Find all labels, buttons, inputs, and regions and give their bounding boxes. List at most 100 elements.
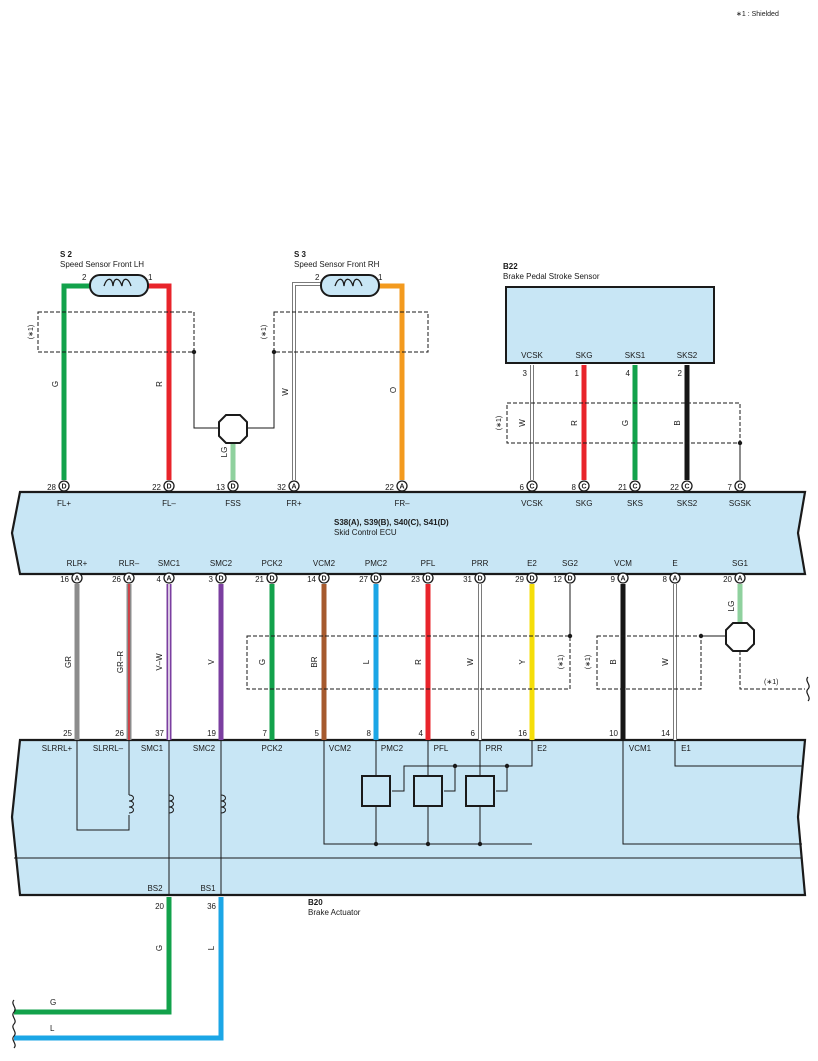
- ecu-top-terminal: 7 C SGSK: [728, 480, 752, 508]
- actuator-bottom-terminal: BS2 20: [147, 884, 164, 911]
- svg-text:FR–: FR–: [394, 499, 410, 508]
- svg-text:D: D: [218, 576, 223, 583]
- svg-text:E: E: [672, 559, 677, 568]
- ecu-bottom-terminal: E2 29 D: [515, 559, 538, 584]
- wire-color-label: O: [389, 387, 398, 393]
- ecu-bottom-terminal: PCK2 21 D: [255, 559, 283, 584]
- svg-text:20: 20: [723, 575, 732, 584]
- svg-text:27: 27: [359, 575, 368, 584]
- svg-text:6: 6: [471, 729, 476, 738]
- actuator-terminal: 26 SLRRL–: [93, 729, 125, 753]
- svg-text:SGSK: SGSK: [729, 499, 752, 508]
- svg-text:6: 6: [520, 483, 525, 492]
- svg-text:A: A: [126, 576, 131, 583]
- actuator-terminal: 5 VCM2: [315, 729, 352, 753]
- b22-name: Brake Pedal Stroke Sensor: [503, 272, 600, 281]
- svg-text:26: 26: [112, 575, 121, 584]
- svg-text:SLRRL+: SLRRL+: [42, 744, 73, 753]
- ecu-bottom-terminal: RLR+ 16 A: [60, 559, 88, 584]
- ecu-bottom-terminal: SMC1 4 A: [157, 559, 181, 584]
- svg-text:C: C: [581, 484, 586, 491]
- wire-color-label: G: [50, 998, 56, 1007]
- ecu-bottom-terminal: VCM2 14 D: [307, 559, 336, 584]
- b22-pin-1: 1: [575, 369, 580, 378]
- actuator-terminal: 16 E2: [518, 729, 547, 753]
- svg-text:5: 5: [315, 729, 320, 738]
- b22-terminal-sks2: SKS2: [677, 351, 698, 360]
- svg-text:16: 16: [518, 729, 527, 738]
- prr-pressure-sensor: [465, 775, 495, 807]
- svg-text:22: 22: [385, 483, 394, 492]
- svg-text:FSS: FSS: [225, 499, 241, 508]
- svg-text:PRR: PRR: [486, 744, 503, 753]
- shielded-legend: ∗1 : Shielded: [736, 11, 779, 18]
- svg-text:SMC2: SMC2: [210, 559, 233, 568]
- s2-name: Speed Sensor Front LH: [60, 260, 144, 269]
- actuator-name: Brake Actuator: [308, 908, 361, 917]
- wire-color-label: BR: [310, 656, 319, 667]
- wire-color-label: L: [207, 945, 216, 950]
- svg-text:FL+: FL+: [57, 499, 71, 508]
- svg-text:C: C: [684, 484, 689, 491]
- wire-fl-plus: [61, 283, 92, 480]
- wire-color-label: W: [518, 419, 527, 427]
- svg-text:VCM2: VCM2: [313, 559, 336, 568]
- wire-color-label: R: [414, 659, 423, 665]
- ecu-top-terminal: 6 C VCSK: [520, 480, 544, 508]
- shield-fr-junction: [271, 349, 277, 355]
- ecu-name: Skid Control ECU: [334, 528, 397, 537]
- wire-color-label: W: [466, 658, 475, 666]
- svg-text:12: 12: [553, 575, 562, 584]
- wire-fr-plus: [293, 283, 323, 480]
- svg-text:E1: E1: [681, 744, 691, 753]
- svg-text:22: 22: [670, 483, 679, 492]
- svg-text:7: 7: [728, 483, 733, 492]
- svg-text:8: 8: [663, 575, 668, 584]
- ecu-bottom-terminal: E 8 A: [663, 559, 681, 584]
- svg-text:D: D: [230, 484, 235, 491]
- shield-fr-mark: (∗1): [261, 325, 268, 339]
- pmc2-pressure-sensor: [361, 775, 391, 807]
- svg-text:14: 14: [661, 729, 670, 738]
- ecu-bottom-terminal: PFL 23 D: [411, 559, 436, 584]
- svg-text:A: A: [737, 576, 742, 583]
- ecu-bottom-terminal: VCM 9 A: [611, 559, 633, 584]
- actuator-terminal: 6 PRR: [471, 729, 503, 753]
- b22-pin-4: 4: [626, 369, 631, 378]
- svg-text:RLR–: RLR–: [119, 559, 140, 568]
- svg-text:36: 36: [207, 902, 216, 911]
- ecu-top-terminal: 28 D FL+: [47, 480, 71, 508]
- wire-color-label: L: [50, 1024, 55, 1033]
- junction-dot: [452, 763, 458, 769]
- wire-color-label: LG: [727, 601, 736, 612]
- svg-text:D: D: [269, 576, 274, 583]
- svg-text:21: 21: [618, 483, 627, 492]
- shield-fl-mark: (∗1): [28, 325, 35, 339]
- ecu-bottom-terminal: RLR– 26 A: [112, 559, 140, 584]
- wire-color-label: G: [621, 420, 630, 426]
- actuator-terminal: 8 PMC2: [367, 729, 404, 753]
- wire-color-label: R: [570, 420, 579, 426]
- svg-text:19: 19: [207, 729, 216, 738]
- b22-terminal-sks1: SKS1: [625, 351, 646, 360]
- shield-fl: [37, 311, 195, 353]
- actuator-terminal: 37 SMC1: [141, 729, 165, 753]
- svg-text:31: 31: [463, 575, 472, 584]
- ecu-top-terminal: 13 D FSS: [216, 480, 241, 508]
- wire-color-label: G: [155, 945, 164, 951]
- wire-color-label: W: [281, 388, 290, 396]
- shield-b22: [506, 402, 741, 444]
- s3-name: Speed Sensor Front RH: [294, 260, 380, 269]
- svg-text:RLR+: RLR+: [67, 559, 88, 568]
- svg-text:D: D: [373, 576, 378, 583]
- actuator-code: B20: [308, 898, 323, 907]
- svg-text:4: 4: [419, 729, 424, 738]
- svg-text:D: D: [567, 576, 572, 583]
- junction-dot: [425, 841, 431, 847]
- svg-text:4: 4: [157, 575, 162, 584]
- svg-text:3: 3: [209, 575, 214, 584]
- pfl-pressure-sensor: [413, 775, 443, 807]
- smc2-solenoid-coil-icon: [220, 794, 226, 814]
- wire-color-label: Y: [518, 659, 527, 665]
- actuator-terminal: 7 PCK2: [262, 729, 283, 753]
